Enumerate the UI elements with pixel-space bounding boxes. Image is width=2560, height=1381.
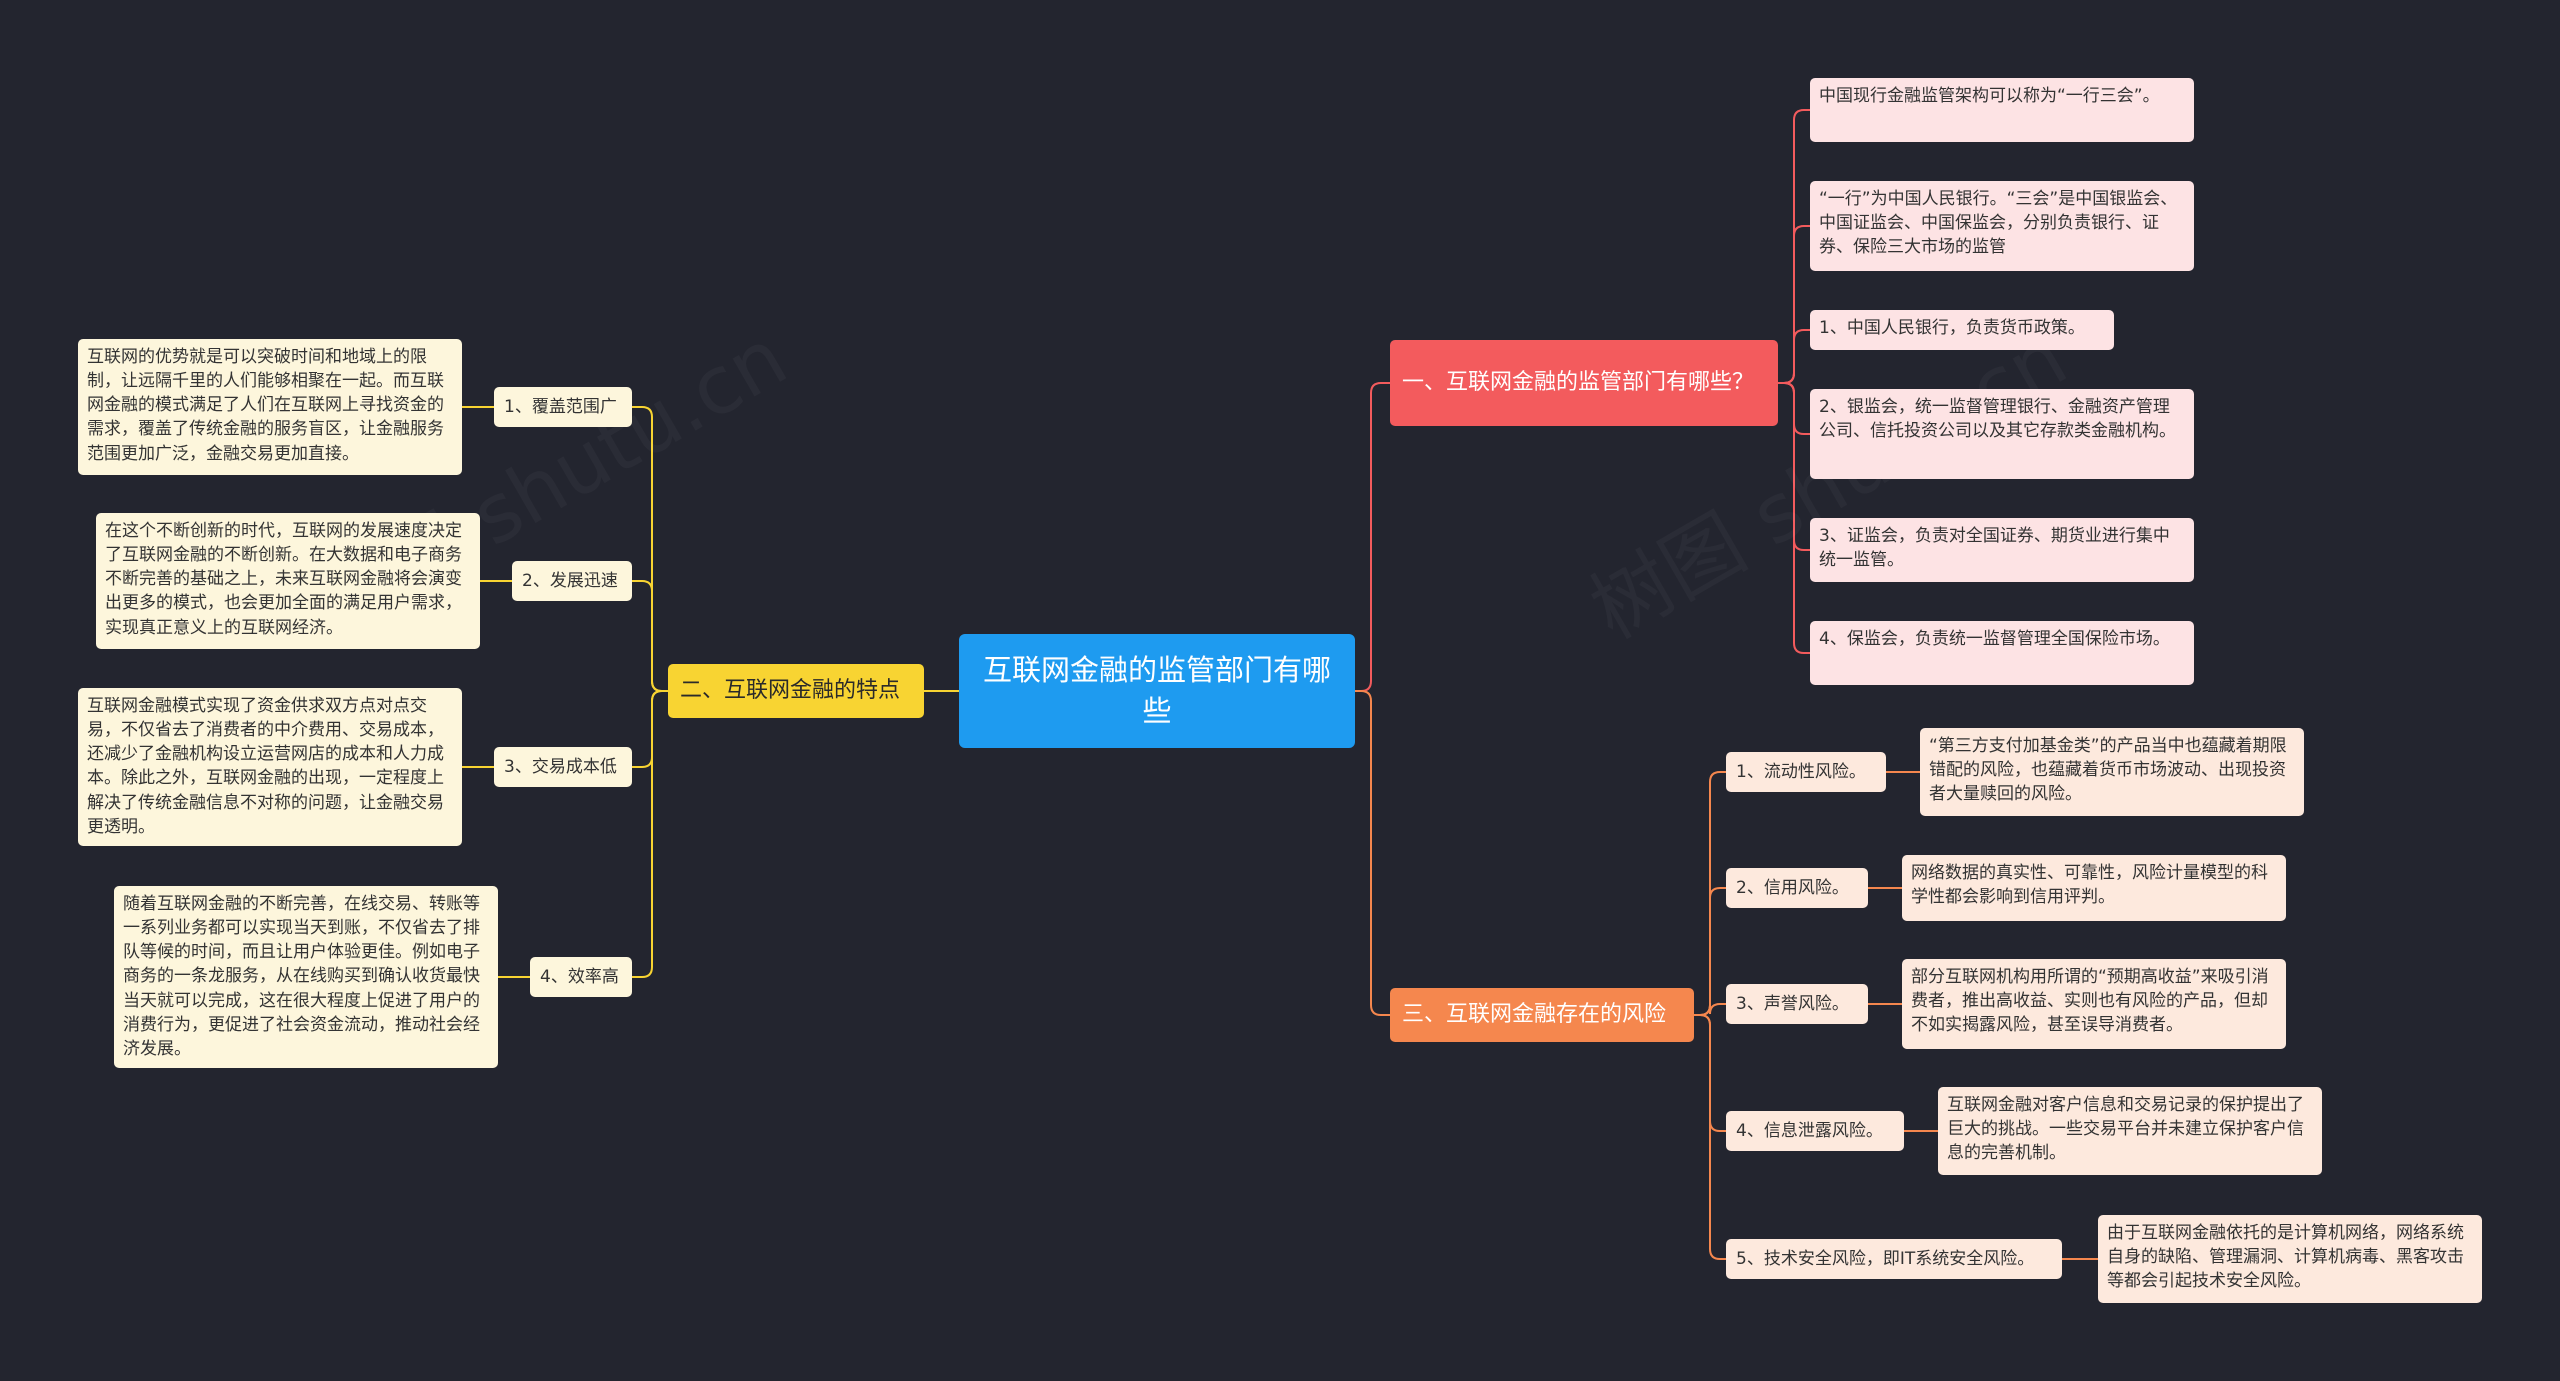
feature-efficiency-text[interactable]: 随着互联网金融的不断完善，在线交易、转账等一系列业务都可以实现当天到账，不仅省去… [114, 886, 498, 1068]
feature-efficiency[interactable]: 4、效率高 [530, 957, 632, 997]
feature-growth-text[interactable]: 在这个不断创新的时代，互联网的发展速度决定了互联网金融的不断创新。在大数据和电子… [96, 513, 480, 649]
risk-data-leak[interactable]: 4、信息泄露风险。 [1726, 1111, 1904, 1151]
feature-coverage[interactable]: 1、覆盖范围广 [494, 387, 632, 427]
link-root-branch3 [1355, 690, 1390, 1016]
leaf-one-bank-three-commissions[interactable]: “一行”为中国人民银行。“三会”是中国银监会、中国证监会、中国保监会，分别负责银… [1810, 181, 2194, 271]
leaf-csrc[interactable]: 3、证监会，负责对全国证券、期货业进行集中统一监管。 [1810, 518, 2194, 582]
branch-risks[interactable]: 三、互联网金融存在的风险 [1390, 988, 1694, 1042]
leaf-pboc[interactable]: 1、中国人民银行，负责货币政策。 [1810, 310, 2114, 350]
link-feature-efficiency [632, 690, 668, 978]
link-risk-credit [1694, 887, 1726, 1016]
risk-data-leak-text[interactable]: 互联网金融对客户信息和交易记录的保护提出了巨大的挑战。一些交易平台并未建立保护客… [1938, 1087, 2322, 1175]
risk-tech-security[interactable]: 5、技术安全风险，即IT系统安全风险。 [1726, 1239, 2062, 1279]
risk-tech-security-text[interactable]: 由于互联网金融依托的是计算机网络，网络系统自身的缺陷、管理漏洞、计算机病毒、黑客… [2098, 1215, 2482, 1303]
leaf-circ[interactable]: 4、保监会，负责统一监督管理全国保险市场。 [1810, 621, 2194, 685]
link-leaf-circ [1778, 382, 1810, 654]
risk-credit[interactable]: 2、信用风险。 [1726, 868, 1868, 908]
risk-reputation[interactable]: 3、声誉风险。 [1726, 984, 1868, 1024]
risk-reputation-text[interactable]: 部分互联网机构用所谓的“预期高收益”来吸引消费者，推出高收益、实则也有风险的产品… [1902, 959, 2286, 1049]
feature-growth[interactable]: 2、发展迅速 [512, 561, 632, 601]
feature-coverage-text[interactable]: 互联网的优势就是可以突破时间和地域上的限制，让远隔千里的人们能够相聚在一起。而互… [78, 339, 462, 475]
link-leaf-pboc [1778, 329, 1810, 384]
link-feature-coverage [632, 406, 668, 692]
risk-liquidity-text[interactable]: “第三方支付加基金类”的产品当中也蕴藏着期限错配的风险，也蕴藏着货币市场波动、出… [1920, 728, 2304, 816]
link-root-branch1 [1355, 382, 1390, 692]
link-feature-growth [632, 580, 668, 692]
risk-liquidity[interactable]: 1、流动性风险。 [1726, 752, 1886, 792]
link-risk-reputation [1694, 1003, 1726, 1016]
feature-low-cost-text[interactable]: 互联网金融模式实现了资金供求双方点对点交易，不仅省去了消费者的中介费用、交易成本… [78, 688, 462, 846]
root-topic[interactable]: 互联网金融的监管部门有哪些 [959, 634, 1355, 748]
link-risk-tech-security [1694, 1014, 1726, 1260]
risk-credit-text[interactable]: 网络数据的真实性、可靠性，风险计量模型的科学性都会影响到信用评判。 [1902, 855, 2286, 921]
leaf-regulator-structure[interactable]: 中国现行金融监管架构可以称为“一行三会”。 [1810, 78, 2194, 142]
feature-low-cost[interactable]: 3、交易成本低 [494, 747, 632, 787]
branch-regulators[interactable]: 一、互联网金融的监管部门有哪些？ [1390, 340, 1778, 426]
link-feature-low-cost [632, 690, 668, 768]
branch-features[interactable]: 二、互联网金融的特点 [668, 664, 924, 718]
leaf-cbrc[interactable]: 2、银监会，统一监督管理银行、金融资产管理公司、信托投资公司以及其它存款类金融机… [1810, 389, 2194, 479]
